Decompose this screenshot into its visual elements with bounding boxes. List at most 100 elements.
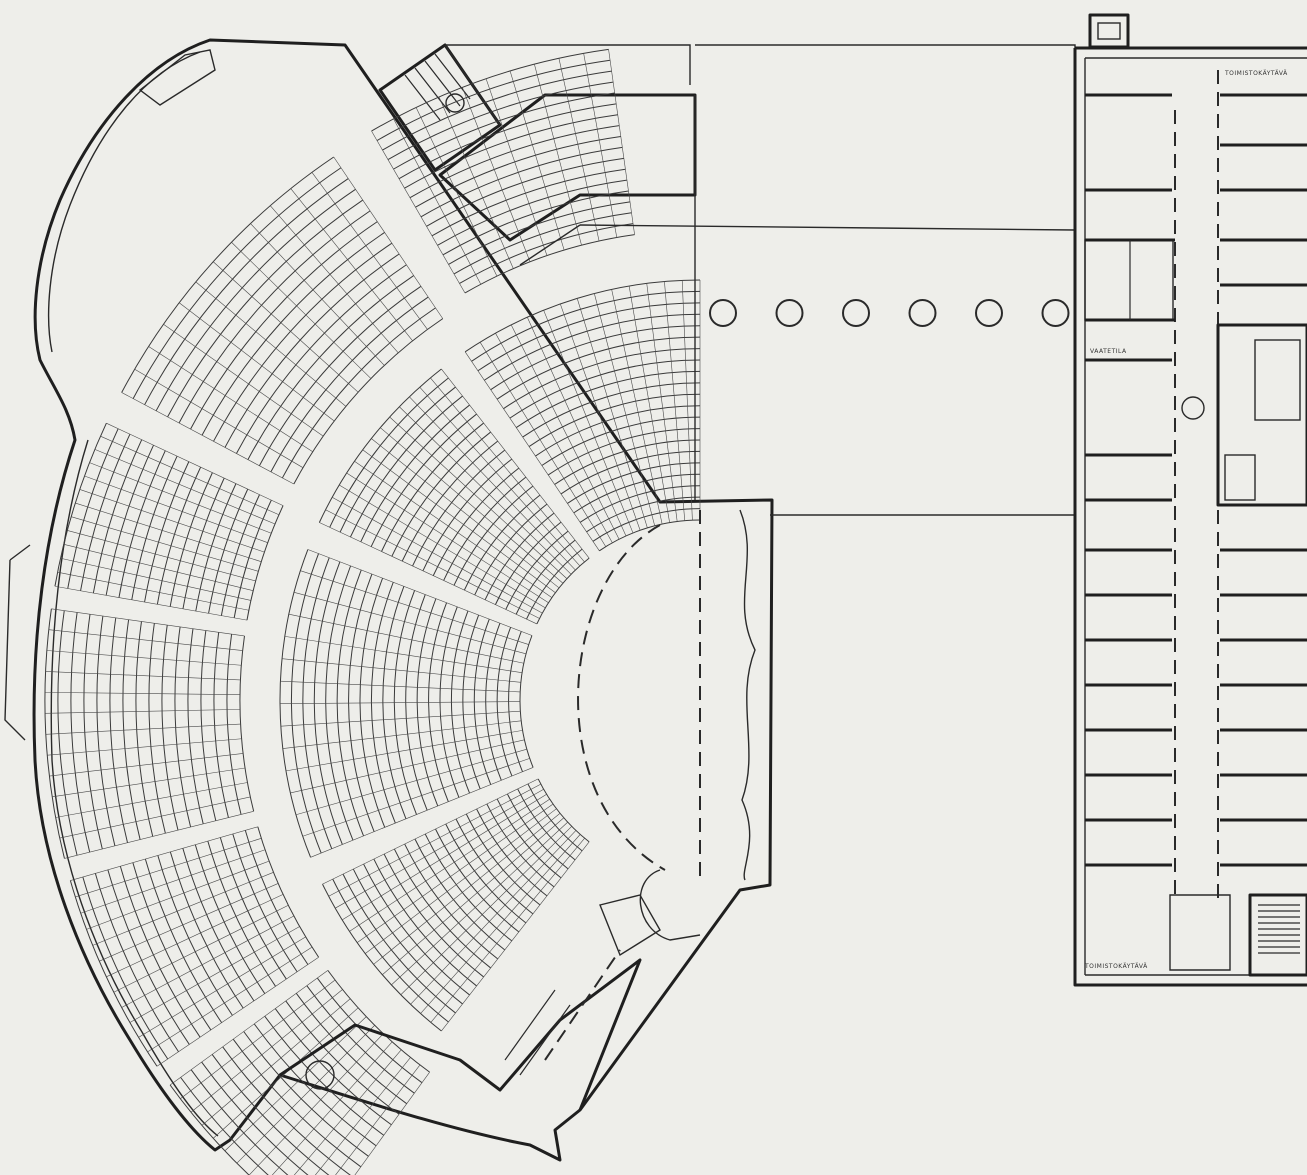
chimney-block [1088, 13, 1130, 49]
seat-row [536, 557, 590, 625]
seat-divider [594, 293, 656, 526]
seat-divider [284, 636, 523, 674]
seat-divider [134, 368, 304, 468]
seat-divider [129, 926, 300, 1023]
seat-row [599, 519, 701, 552]
seat-divider [121, 915, 294, 1008]
seat-divider [47, 738, 242, 756]
seat-divider [190, 989, 343, 1113]
seat-row [257, 826, 320, 958]
seat-divider [373, 813, 561, 965]
seat-row [519, 635, 534, 768]
seat-divider [322, 778, 539, 885]
seat-divider [371, 130, 466, 294]
seat-divider [179, 302, 335, 422]
seat-divider [280, 701, 521, 704]
seat-divider [391, 821, 568, 986]
seat-divider [349, 798, 550, 932]
seat-divider [45, 709, 241, 714]
seat-divider [534, 64, 582, 246]
seat-divider [213, 1007, 359, 1139]
column-circle [445, 93, 465, 113]
seat-row [169, 1084, 250, 1175]
stage [577, 509, 756, 957]
seat-divider [576, 298, 648, 528]
seat-divider [270, 205, 399, 354]
seat-divider [335, 1064, 421, 1175]
seat-divider [319, 522, 537, 625]
seat-divider [55, 782, 248, 818]
seat-divider [231, 242, 372, 379]
seat-divider [290, 188, 413, 342]
seat-divider [285, 730, 523, 772]
seat-divider [409, 396, 576, 571]
seat-divider [288, 613, 524, 664]
seat-divider [250, 223, 385, 366]
seat-divider [54, 585, 248, 621]
seat-divider [302, 758, 530, 837]
office-partitions [1085, 93, 1307, 867]
lobby-columns [709, 299, 1070, 327]
seat-divider [86, 860, 270, 930]
seat-divider [333, 156, 444, 319]
seat-divider [70, 826, 258, 881]
seat-row [121, 156, 335, 393]
seat-divider [510, 324, 620, 540]
seat-divider [583, 53, 618, 238]
seat-divider [148, 346, 313, 452]
seat-row [318, 368, 442, 523]
seat-divider [464, 351, 600, 551]
lower-entrance-block [279, 949, 642, 1111]
seat-divider [106, 894, 284, 978]
lobby-column [975, 299, 1003, 327]
seat-divider [290, 739, 525, 794]
seat-divider [430, 837, 585, 1023]
seat-divider [280, 680, 521, 693]
seat-row [44, 608, 65, 859]
seat-divider [664, 281, 686, 521]
seat-divider [64, 810, 254, 859]
seat-divider [280, 710, 521, 727]
seat-row [293, 318, 444, 485]
seat-divider [311, 172, 428, 330]
seat-divider [84, 475, 268, 543]
seat-divider [147, 946, 313, 1053]
seat-divider [45, 692, 241, 695]
seat-divider [99, 883, 279, 962]
seat-divider [310, 767, 534, 858]
seat-divider [393, 118, 482, 285]
seat-row [327, 970, 430, 1073]
seat-divider [382, 817, 565, 975]
seat-divider [462, 87, 531, 262]
seat-divider [75, 502, 262, 562]
column-circle [1181, 396, 1205, 420]
seat-divider [558, 58, 600, 242]
seat-divider [430, 377, 585, 563]
seat-divider [354, 1071, 430, 1175]
seat-divider [113, 904, 289, 993]
seat-divider [79, 489, 265, 553]
seat-divider [295, 748, 527, 816]
seat-row [211, 1054, 330, 1175]
seat-divider [485, 78, 548, 256]
seat-divider [300, 570, 529, 645]
seat-divider [362, 449, 556, 593]
lobby-column [842, 299, 870, 327]
seat-divider [67, 530, 256, 582]
seat-divider [201, 998, 351, 1126]
seat-divider [282, 720, 522, 749]
entrance-doors [504, 949, 621, 1076]
seat-divider [420, 834, 581, 1014]
seat-divider [94, 449, 276, 525]
seat-divider [332, 497, 543, 614]
seat-divider [169, 970, 329, 1086]
seat-divider [63, 544, 254, 591]
label-office-corridor-bottom: TOIMISTOKÄYTÄVÄ [1084, 963, 1148, 970]
seat-divider [293, 592, 527, 655]
seat-divider [45, 723, 241, 735]
stair-circle [305, 1060, 335, 1090]
seat-divider [354, 461, 553, 598]
label-lobby: VAATETILA [1090, 348, 1127, 355]
